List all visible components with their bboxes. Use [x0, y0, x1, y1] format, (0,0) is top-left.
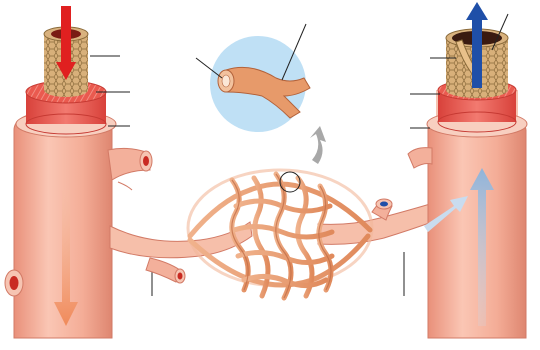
magnifier [196, 24, 310, 132]
vein-blood-arrow-icon [472, 18, 482, 88]
curved-zoom-arrow-icon [310, 126, 326, 164]
venule [318, 199, 432, 244]
artery [5, 6, 152, 338]
capillary-bed [188, 126, 372, 298]
artery-blood-arrow-icon [61, 6, 71, 66]
vein [404, 2, 527, 338]
vein-outer-wall [428, 110, 526, 338]
